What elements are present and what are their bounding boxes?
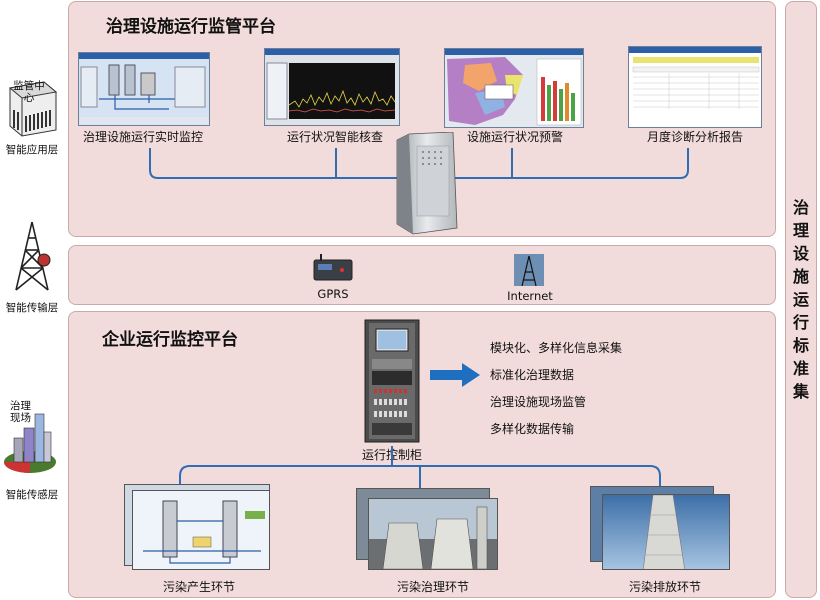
layer-label-sensing: 智能传感层 [5, 489, 59, 501]
middle-panel [68, 245, 776, 305]
module-caption: 月度诊断分析报告 [646, 130, 743, 144]
right-char: 治 [792, 198, 809, 217]
internet-tower-icon [514, 254, 544, 286]
monthly-report-screenshot [628, 46, 762, 128]
feature-item: 多样化数据传输 [490, 422, 575, 436]
feature-item: 模块化、多样化信息采集 [490, 341, 623, 355]
gprs-modem-icon [313, 254, 353, 281]
realtime-monitor-screenshot [78, 52, 210, 126]
bottom-panel-title: 企业运行监控平台 [102, 330, 238, 350]
transmission-tower-icon [15, 221, 51, 291]
warning-map-screenshot [444, 48, 584, 128]
stage-caption: 污染治理环节 [396, 580, 469, 594]
stage-caption: 污染排放环节 [628, 580, 701, 594]
module-caption: 设施运行状况预警 [466, 130, 563, 144]
right-char: 施 [792, 267, 809, 286]
right-char: 行 [792, 313, 809, 332]
right-char: 集 [792, 382, 809, 401]
top-panel-title: 治理设施运行监管平台 [106, 17, 276, 37]
internet-label: Internet [507, 289, 553, 303]
right-char: 设 [792, 244, 809, 263]
right-char: 标 [792, 336, 809, 355]
pollution-discharge-photo [602, 494, 730, 570]
feature-item: 标准化治理数据 [490, 368, 575, 382]
right-char: 准 [792, 359, 809, 378]
module-caption: 治理设施运行实时监控 [82, 130, 203, 144]
server-icon [396, 132, 458, 235]
monitor-center-label: 监管中心 [13, 80, 45, 104]
right-bar [785, 1, 817, 598]
control-cabinet-icon [364, 319, 420, 443]
layer-label-app: 智能应用层 [5, 144, 59, 156]
right-char: 理 [792, 221, 809, 240]
smart-check-screenshot [264, 48, 400, 126]
site-label: 治理现场 [10, 400, 31, 424]
standard-set-title: 治 理 设 施 运 行 标 准 集 [790, 196, 812, 403]
monitor-center-icon [8, 81, 58, 137]
module-caption: 运行状况智能核查 [286, 130, 383, 144]
right-char: 运 [792, 290, 809, 309]
arrow-right-icon [430, 363, 480, 387]
top-network-lines [149, 148, 689, 179]
stage-caption: 污染产生环节 [162, 580, 235, 594]
layer-label-transport: 智能传输层 [5, 302, 59, 314]
gprs-label: GPRS [317, 287, 349, 301]
pollution-treatment-photo [368, 498, 498, 570]
site-buildings-icon [4, 413, 56, 473]
pollution-generation-photo [132, 490, 270, 570]
feature-item: 治理设施现场监管 [490, 395, 587, 409]
